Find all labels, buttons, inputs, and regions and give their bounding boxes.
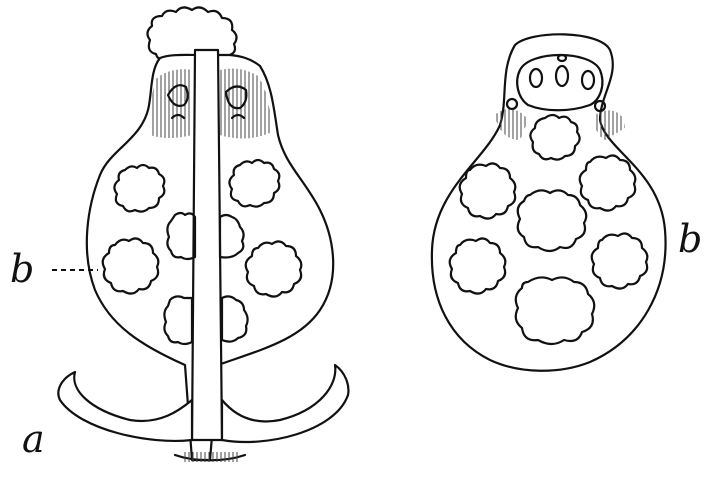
anchor-figure-a [52, 7, 348, 462]
anchor-arm-left [58, 372, 192, 441]
anchor-base-hatch [182, 452, 240, 462]
plate-outline [432, 34, 666, 370]
label-b-right: b [678, 217, 702, 261]
plate-figure-b [432, 34, 666, 370]
label-b-left: b [10, 247, 34, 291]
anchor-arm-right [222, 365, 348, 442]
anchor-shaft [192, 50, 222, 440]
label-a: a [22, 417, 45, 461]
